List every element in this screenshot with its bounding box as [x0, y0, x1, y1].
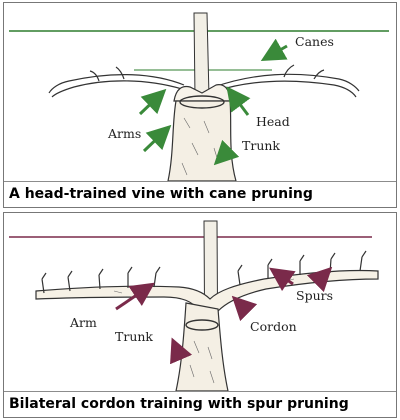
head-tie — [179, 95, 225, 109]
canes — [48, 64, 360, 98]
spurs-label: Spurs — [296, 288, 333, 303]
head-trained-vine-svg: Canes Arms Head Trunk — [9, 12, 389, 181]
trunk-arrow — [170, 337, 193, 365]
canes-arrow — [260, 38, 288, 61]
head-trained-vine-illustration: Canes Arms Head Trunk — [4, 3, 396, 182]
bilateral-cordon-panel: Spurs Arm Cordon Trunk Bilateral cordon … — [3, 212, 397, 418]
arms-label: Arms — [107, 126, 141, 141]
trunk — [167, 100, 237, 181]
trunk — [175, 302, 229, 391]
label-arrows — [138, 38, 288, 166]
head-label: Head — [256, 114, 290, 129]
arm-label: Arm — [69, 315, 97, 330]
panel2-caption: Bilateral cordon training with spur prun… — [9, 396, 349, 412]
bilateral-cordon-illustration: Spurs Arm Cordon Trunk — [4, 213, 396, 392]
arms-arrow-2 — [142, 124, 172, 153]
panel1-caption: A head-trained vine with cane pruning — [9, 186, 313, 202]
trunk-tie — [185, 319, 219, 331]
spurs-arrow-1 — [269, 267, 296, 292]
arms-arrow-1 — [138, 88, 167, 116]
canes-label: Canes — [295, 34, 334, 49]
cordon-arrow — [231, 295, 258, 322]
head-trained-vine-panel: Canes Arms Head Trunk A head-trained vin… — [3, 2, 397, 208]
label-arrows — [115, 266, 333, 365]
trunk-label: Trunk — [242, 138, 280, 153]
spurs-arrow-2 — [306, 266, 333, 293]
head-arrow — [226, 86, 251, 116]
trunk-arrow — [213, 139, 240, 166]
bilateral-cordon-svg: Spurs Arm Cordon Trunk — [9, 220, 379, 391]
trunk-label: Trunk — [115, 329, 153, 344]
cordon-label: Cordon — [250, 319, 297, 334]
arm-arrow — [115, 282, 155, 311]
